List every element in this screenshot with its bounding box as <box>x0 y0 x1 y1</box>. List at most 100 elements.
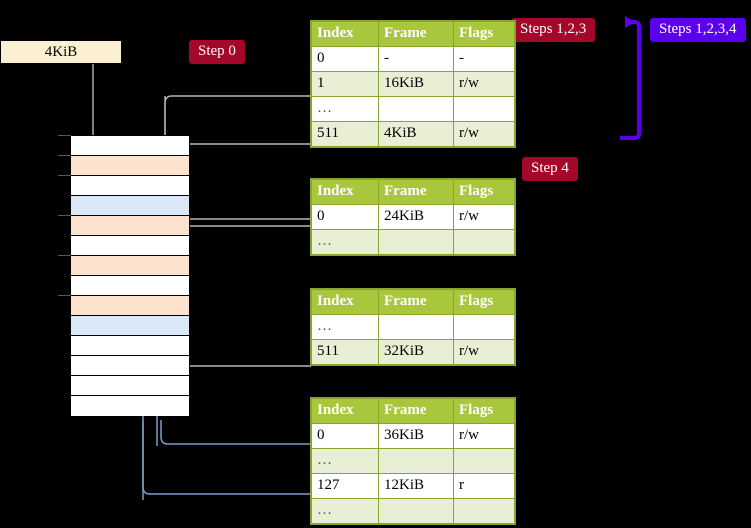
table-cell <box>378 96 454 122</box>
table-cell <box>453 314 515 340</box>
table-cell: 16KiB <box>378 71 454 97</box>
conn-hook-mem7 <box>182 225 311 267</box>
table-cell: … <box>311 498 379 524</box>
memory-frame-row[interactable] <box>71 156 189 176</box>
column-header-frame: Frame <box>378 21 454 47</box>
memory-tick <box>58 175 71 176</box>
table-cell <box>453 96 515 122</box>
table-cell <box>378 498 454 524</box>
memory-frame-row[interactable] <box>71 176 189 196</box>
column-header-index: Index <box>311 398 379 424</box>
memory-frame-row[interactable] <box>71 356 189 376</box>
table-cell: 0 <box>311 204 379 230</box>
table-cell <box>378 314 454 340</box>
memory-frame-row[interactable] <box>71 396 189 416</box>
table-cell: 0 <box>311 46 379 72</box>
column-header-frame: Frame <box>378 179 454 205</box>
table-cell: - <box>378 46 454 72</box>
memory-size-box: 4KiB <box>0 40 122 64</box>
column-header-frame: Frame <box>378 289 454 315</box>
memory-frame-row[interactable] <box>71 216 189 236</box>
table-cell: 127 <box>311 473 379 499</box>
table-row[interactable]: … <box>311 448 515 474</box>
column-header-index: Index <box>311 21 379 47</box>
table-cell: 511 <box>311 339 379 365</box>
table-row[interactable]: 0-- <box>311 46 515 72</box>
memory-tick <box>58 135 71 136</box>
table-cell: 0 <box>311 423 379 449</box>
table-cell: r <box>453 473 515 499</box>
table-cell: … <box>311 96 379 122</box>
memory-frame-row[interactable] <box>71 136 189 156</box>
memory-frame-row[interactable] <box>71 336 189 356</box>
table-cell: r/w <box>453 423 515 449</box>
table-cell <box>453 498 515 524</box>
physical-memory-column <box>70 135 190 416</box>
table-cell: 36KiB <box>378 423 454 449</box>
steps-123-badge[interactable]: Steps 1,2,3 <box>511 18 596 42</box>
column-header-flags: Flags <box>453 21 515 47</box>
table-cell: 4KiB <box>378 121 454 147</box>
memory-tick <box>58 255 71 256</box>
table-cell <box>453 448 515 474</box>
column-header-flags: Flags <box>453 289 515 315</box>
memory-frame-row[interactable] <box>71 316 189 336</box>
table-row[interactable]: … <box>311 498 515 524</box>
column-header-flags: Flags <box>453 179 515 205</box>
table-cell: 32KiB <box>378 339 454 365</box>
memory-frame-row[interactable] <box>71 296 189 316</box>
memory-frame-row[interactable] <box>71 236 189 256</box>
column-header-flags: Flags <box>453 398 515 424</box>
table-row[interactable]: … <box>311 96 515 122</box>
table-cell <box>378 448 454 474</box>
table-cell: r/w <box>453 339 515 365</box>
conn-t4row127-left <box>142 420 311 495</box>
conn-t3row511-up <box>175 313 311 367</box>
table-cell: - <box>453 46 515 72</box>
table-cell <box>378 229 454 255</box>
memory-tick <box>58 215 71 216</box>
table-cell: … <box>311 229 379 255</box>
table-cell <box>453 229 515 255</box>
memory-tick <box>58 295 71 296</box>
step-4-badge[interactable]: Step 4 <box>522 157 578 181</box>
table-row[interactable]: … <box>311 314 515 340</box>
conn-t1row511-left <box>172 143 311 157</box>
steps-1234-badge[interactable]: Steps 1,2,3,4 <box>650 18 746 42</box>
conn-t2row0-left <box>177 218 311 242</box>
memory-size-label: 4KiB <box>44 44 78 60</box>
memory-frame-row[interactable] <box>71 276 189 296</box>
table-cell: 12KiB <box>378 473 454 499</box>
memory-frame-row[interactable] <box>71 196 189 216</box>
table-row[interactable]: … <box>311 229 515 255</box>
purple-loop-arrow <box>620 16 641 140</box>
table-cell: … <box>311 448 379 474</box>
memory-frame-row[interactable] <box>71 256 189 276</box>
memory-tick <box>58 155 71 156</box>
table-cell: r/w <box>453 204 515 230</box>
column-header-frame: Frame <box>378 398 454 424</box>
table-cell: r/w <box>453 121 515 147</box>
table-cell: r/w <box>453 71 515 97</box>
step-0-badge[interactable]: Step 0 <box>189 40 245 64</box>
memory-frame-row[interactable] <box>71 376 189 396</box>
table-cell: … <box>311 314 379 340</box>
